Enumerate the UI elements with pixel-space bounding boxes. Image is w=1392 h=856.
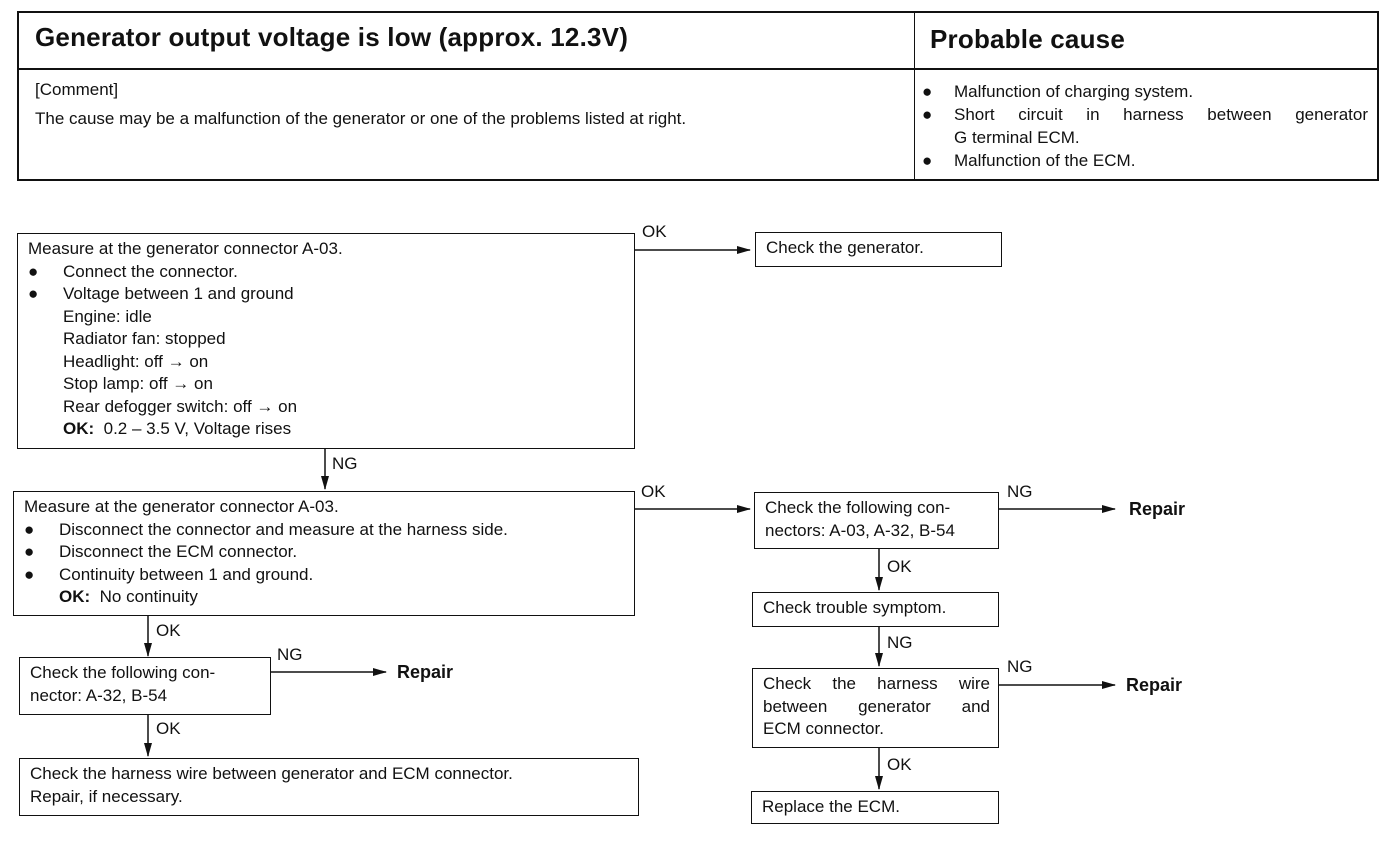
label-ok: OK: [642, 222, 667, 241]
step2-measure-box: Measure at the generator connector A-03.…: [13, 491, 635, 616]
header-table: [17, 11, 1379, 181]
cause-item: ●Malfunction of charging system.: [922, 82, 1194, 101]
repair-label: Repair: [1129, 499, 1186, 519]
bullet-icon: ●: [24, 542, 35, 561]
step2-bullet: ●Disconnect the ECM connector.: [24, 541, 626, 564]
step1-title: Measure at the generator connector A-03.: [28, 239, 343, 258]
right2-check-symptom-box: Check trouble symptom.: [752, 592, 999, 627]
symptom-title: Generator output voltage is low (approx.…: [35, 22, 629, 52]
step1-measure-box: Measure at the generator connector A-03.…: [17, 233, 635, 449]
step1-condition: Stop lamp: off → on: [63, 374, 213, 393]
bullet-icon: ●: [24, 564, 35, 584]
header-column-divider: [914, 13, 915, 179]
bullet-icon: ●: [24, 519, 35, 539]
step4-check-harness-box: Check the harness wire between generator…: [19, 758, 639, 816]
label-ok: OK: [887, 755, 912, 774]
step2-bullet: ●Continuity between 1 and ground.: [24, 564, 626, 587]
repair-label: Repair: [1126, 675, 1183, 695]
bullet-icon: ●: [28, 284, 39, 303]
header-row-divider: [19, 68, 1377, 70]
check-generator-box: Check the generator.: [755, 232, 1002, 267]
bullet-icon: ●: [922, 82, 933, 101]
step1-condition: Rear defogger switch: off → on: [63, 396, 298, 416]
label-ok: OK: [156, 621, 181, 640]
step1-condition: Headlight: off → on: [63, 351, 209, 371]
step2-bullet: ●Disconnect the connector and measure at…: [24, 519, 626, 542]
cause-item: ●Short circuit in harness between genera…: [922, 105, 1368, 124]
right1-check-connectors-box: Check the following con- nectors: A-03, …: [754, 492, 999, 549]
probable-cause-title: Probable cause: [930, 24, 1125, 54]
comment-block: [Comment] The cause may be a malfunction…: [35, 75, 686, 133]
step1-condition: Radiator fan: stopped: [63, 329, 226, 348]
label-ng: NG: [277, 645, 303, 664]
label-ok: OK: [887, 557, 912, 576]
label-ng: NG: [1007, 657, 1033, 676]
label-ng: NG: [1007, 482, 1033, 501]
right4-replace-ecm-box: Replace the ECM.: [751, 791, 999, 824]
step2-title: Measure at the generator connector A-03.: [24, 497, 339, 516]
cause-item: ●Malfunction of the ECM.: [922, 151, 1136, 170]
step1-bullet: ●Connect the connector.: [28, 261, 626, 284]
comment-text: The cause may be a malfunction of the ge…: [35, 109, 687, 128]
label-ok: OK: [641, 482, 666, 501]
bullet-icon: ●: [28, 261, 39, 281]
step1-condition: Engine: idle: [63, 306, 152, 326]
repair-label: Repair: [397, 662, 454, 682]
label-ng: NG: [887, 633, 913, 652]
step1-bullet: ●Voltage between 1 and ground: [28, 283, 626, 306]
label-ok: OK: [156, 719, 181, 738]
bullet-icon: ●: [922, 151, 933, 170]
comment-label: [Comment]: [35, 80, 119, 99]
step3-check-connector-box: Check the following con- nector: A-32, B…: [19, 657, 271, 715]
step2-ok-spec: OK: No continuity: [59, 587, 198, 606]
probable-cause-list: ●Malfunction of charging system. ●Short …: [920, 80, 1368, 172]
step1-ok-spec: OK: 0.2 – 3.5 V, Voltage rises: [63, 419, 292, 438]
label-ng: NG: [332, 454, 358, 473]
cause-item-continuation: G terminal ECM.: [954, 128, 1080, 147]
bullet-icon: ●: [922, 105, 933, 124]
